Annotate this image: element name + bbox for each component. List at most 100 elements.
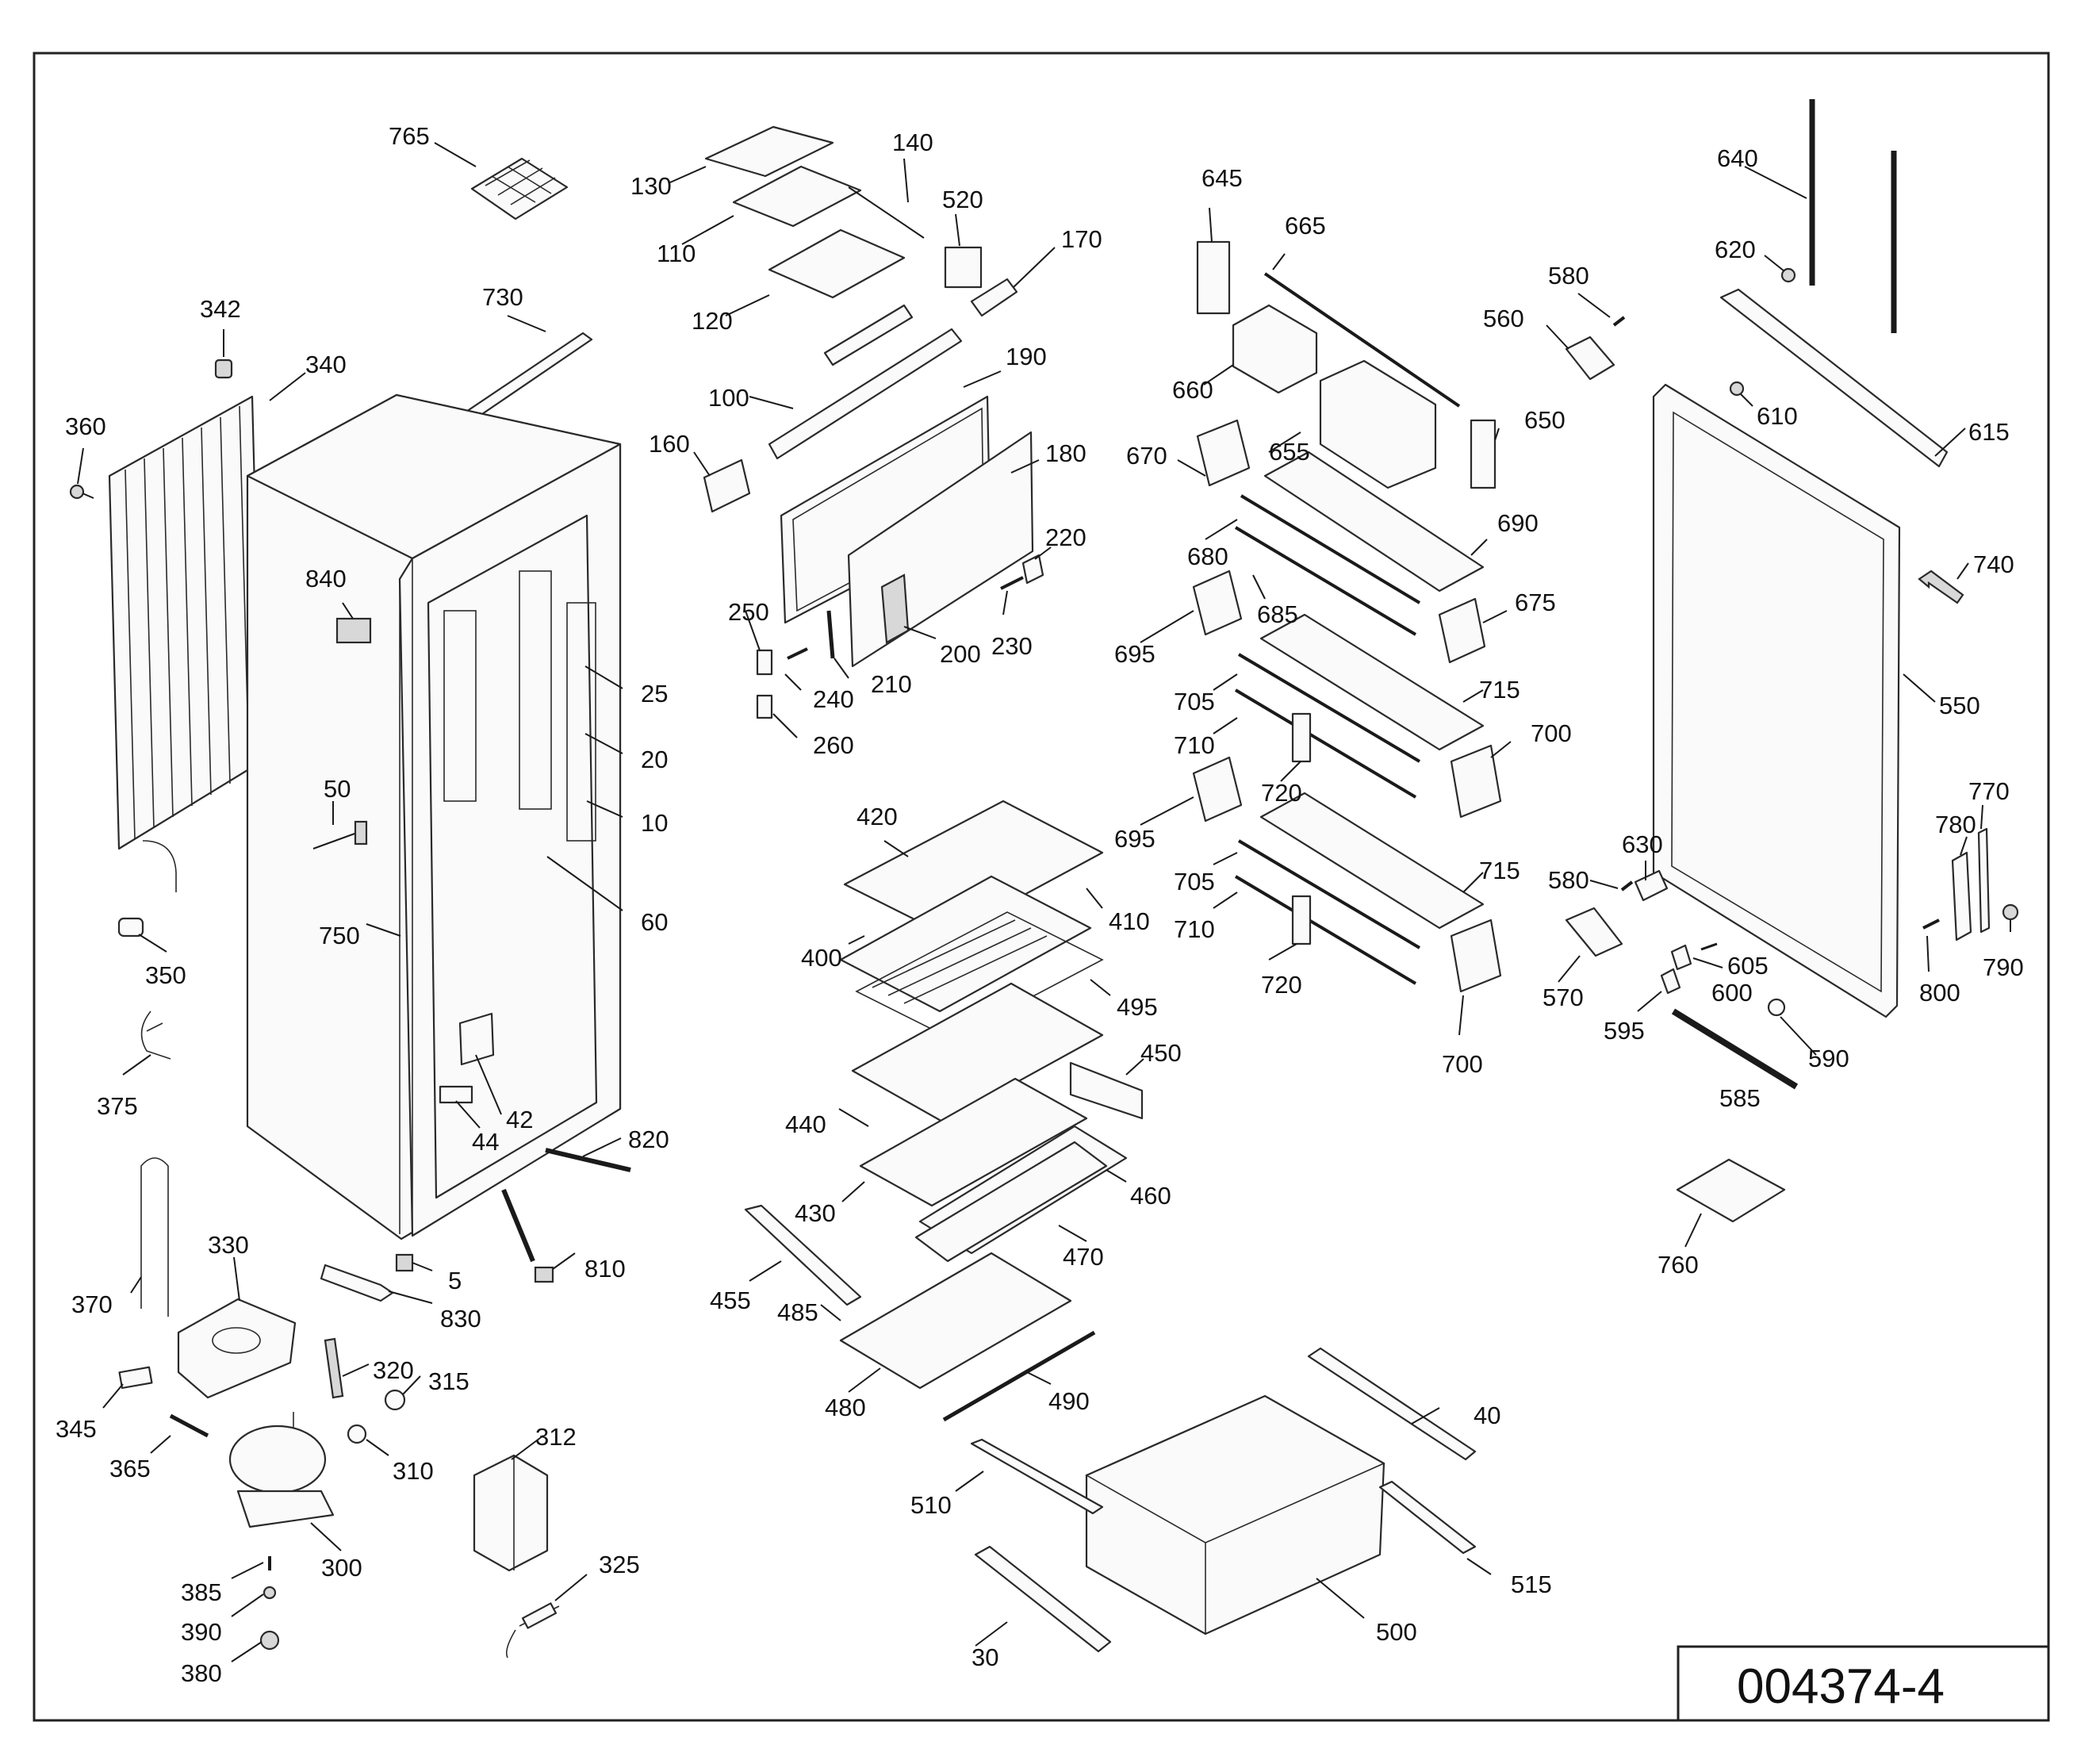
callout-740: 740 xyxy=(1973,550,2014,578)
screw-230 xyxy=(1000,576,1024,590)
part-310 xyxy=(347,1424,367,1444)
callout-380: 380 xyxy=(181,1659,222,1687)
callout-200: 200 xyxy=(940,640,981,668)
callout-240: 240 xyxy=(813,685,854,713)
wrench-830 xyxy=(320,1264,394,1302)
cover-130 xyxy=(704,125,834,178)
callout-190: 190 xyxy=(1006,343,1047,370)
callout-470: 470 xyxy=(1063,1243,1104,1271)
callout-500: 500 xyxy=(1376,1618,1417,1646)
callout-320: 320 xyxy=(373,1356,414,1384)
document-id: 004374-4 xyxy=(1737,1659,1945,1714)
callout-830: 830 xyxy=(440,1305,481,1333)
bracket-700a xyxy=(1450,744,1502,819)
callout-695a: 695 xyxy=(1114,640,1155,668)
shelf-440 xyxy=(851,982,1104,1124)
callout-342: 342 xyxy=(200,295,241,323)
document-id-box: 004374-4 xyxy=(1677,1645,2048,1720)
screw-580b xyxy=(1620,880,1634,892)
handle-30 xyxy=(974,1545,1112,1653)
clip-720b xyxy=(1291,895,1312,945)
screw-580a xyxy=(1612,316,1626,327)
part-390 xyxy=(263,1586,277,1600)
callout-520: 520 xyxy=(942,186,983,213)
callout-670: 670 xyxy=(1126,442,1167,470)
callout-585: 585 xyxy=(1719,1084,1761,1112)
screw-50 xyxy=(312,820,368,849)
callout-550: 550 xyxy=(1939,692,1980,719)
callout-10: 10 xyxy=(641,809,668,837)
callout-375: 375 xyxy=(97,1092,138,1120)
callout-580b: 580 xyxy=(1548,866,1589,894)
handle-740 xyxy=(1918,569,1964,604)
leader-lines xyxy=(77,142,2011,1662)
screw-610 xyxy=(1729,381,1745,397)
callout-800: 800 xyxy=(1919,979,1960,1007)
callout-20: 20 xyxy=(641,746,668,773)
rail-515 xyxy=(1378,1480,1477,1555)
bracket-695a xyxy=(1192,569,1243,636)
grille-495 xyxy=(855,911,1104,1040)
callout-345: 345 xyxy=(56,1415,97,1443)
callout-42: 42 xyxy=(506,1106,533,1133)
plug-810 xyxy=(534,1266,554,1283)
hinge-780 xyxy=(1951,851,1972,941)
bracket-675 xyxy=(1438,597,1486,664)
callout-315: 315 xyxy=(428,1367,469,1395)
hinge-560 xyxy=(1565,336,1615,381)
part-520 xyxy=(944,246,983,289)
callout-770: 770 xyxy=(1968,777,2010,805)
callout-675: 675 xyxy=(1515,589,1556,616)
bracket-695b xyxy=(1192,756,1243,823)
pcb-110 xyxy=(732,165,862,228)
callout-715b: 715 xyxy=(1479,857,1520,884)
callout-765: 765 xyxy=(389,122,430,150)
callout-570: 570 xyxy=(1543,984,1584,1011)
callout-780: 780 xyxy=(1935,811,1976,838)
callout-615: 615 xyxy=(1968,418,2010,446)
callout-430: 430 xyxy=(795,1199,836,1227)
callout-300: 300 xyxy=(321,1554,362,1582)
callout-44: 44 xyxy=(472,1128,499,1156)
callout-640: 640 xyxy=(1717,144,1758,172)
foot-5 xyxy=(395,1253,414,1272)
callout-460: 460 xyxy=(1130,1182,1171,1210)
part-250 xyxy=(756,649,773,676)
callout-450: 450 xyxy=(1140,1039,1182,1067)
callout-620: 620 xyxy=(1715,236,1756,263)
part-160 xyxy=(703,458,751,513)
drawer-500 xyxy=(1085,1394,1385,1636)
part-590 xyxy=(1767,998,1786,1017)
callout-170: 170 xyxy=(1061,225,1102,253)
callout-330: 330 xyxy=(208,1231,249,1259)
callout-130: 130 xyxy=(630,172,672,200)
callout-560: 560 xyxy=(1483,305,1524,332)
callout-110: 110 xyxy=(657,240,696,267)
callout-730: 730 xyxy=(482,283,523,311)
callout-760: 760 xyxy=(1658,1251,1699,1279)
diagram-frame xyxy=(33,52,2050,1722)
callout-650: 650 xyxy=(1524,406,1566,434)
callout-510: 510 xyxy=(910,1491,952,1519)
callout-220: 220 xyxy=(1045,523,1086,551)
box-660 xyxy=(1232,304,1318,394)
rail-455 xyxy=(744,1204,862,1306)
shelf-430 xyxy=(859,1077,1088,1207)
callout-590: 590 xyxy=(1808,1045,1849,1072)
callout-340: 340 xyxy=(305,351,347,378)
screw-240 xyxy=(787,647,808,660)
callout-685: 685 xyxy=(1257,600,1298,628)
callout-495: 495 xyxy=(1117,993,1158,1021)
shelf-480 xyxy=(839,1252,1072,1390)
part-650 xyxy=(1470,419,1497,489)
ice-tray-765 xyxy=(470,157,569,220)
callout-420: 420 xyxy=(857,803,898,830)
part-770 xyxy=(1977,827,1991,934)
callout-600: 600 xyxy=(1711,979,1753,1007)
clip-720a xyxy=(1291,712,1312,763)
rod-680 xyxy=(1240,494,1421,604)
rail-40 xyxy=(1307,1347,1477,1461)
callout-40: 40 xyxy=(1474,1402,1500,1429)
callout-655: 655 xyxy=(1269,438,1310,466)
